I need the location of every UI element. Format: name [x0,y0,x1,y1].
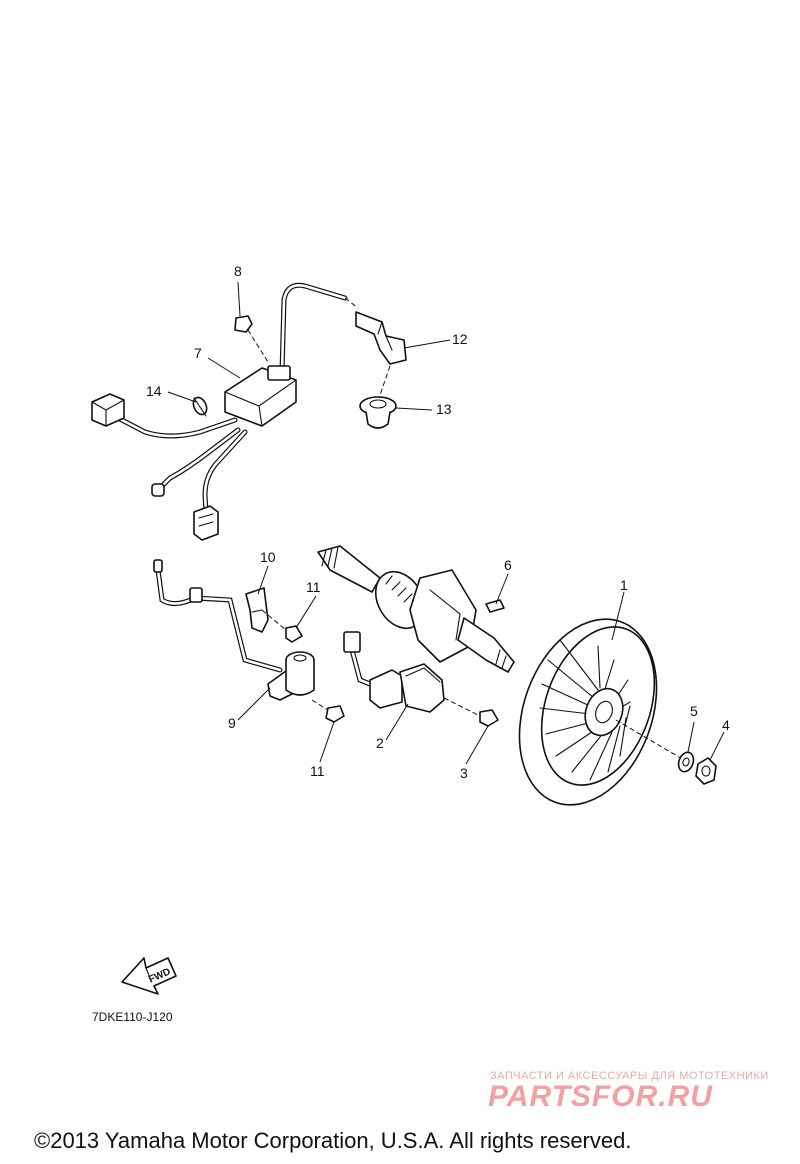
seal-13 [359,365,397,429]
part-label-14: 14 [146,383,162,399]
part-label-4: 4 [722,717,730,733]
part-label-6: 6 [504,557,512,573]
ignition-coil-group [91,282,407,541]
part-label-7: 7 [194,345,202,361]
part-label-13: 13 [436,401,452,417]
watermark-logo: PARTSFOR.RU [488,1080,713,1113]
clamp-14 [192,396,208,417]
part-label-10: 10 [260,549,276,565]
plug-cap-12 [344,297,407,365]
part-label-5: 5 [690,703,698,719]
part-label-11-upper: 11 [306,579,321,595]
part-label-9: 9 [228,715,236,731]
leader-lines [167,281,725,765]
crankshaft-group [317,545,515,673]
part-label-3: 3 [460,765,468,781]
part-labels: 8 7 14 12 13 10 11 9 11 2 3 6 1 5 4 [146,263,730,781]
pulser-group [153,559,499,727]
drawing-code: 7DKE110-J120 [92,1010,173,1024]
bolt-8 [234,315,269,363]
flywheel-group [518,618,717,806]
part-label-1: 1 [620,577,628,593]
fwd-arrow-icon: FWD [121,957,177,995]
part-label-12: 12 [452,331,468,347]
part-label-8: 8 [234,263,242,279]
part-label-2: 2 [376,735,384,751]
copyright-notice: ©2013 Yamaha Motor Corporation, U.S.A. A… [34,1128,632,1153]
watermark-tagline: ЗАПЧАСТИ И АКСЕССУАРЫ ДЛЯ МОТОТЕХНИКИ [490,1070,769,1082]
part-label-11-lower: 11 [310,763,325,779]
